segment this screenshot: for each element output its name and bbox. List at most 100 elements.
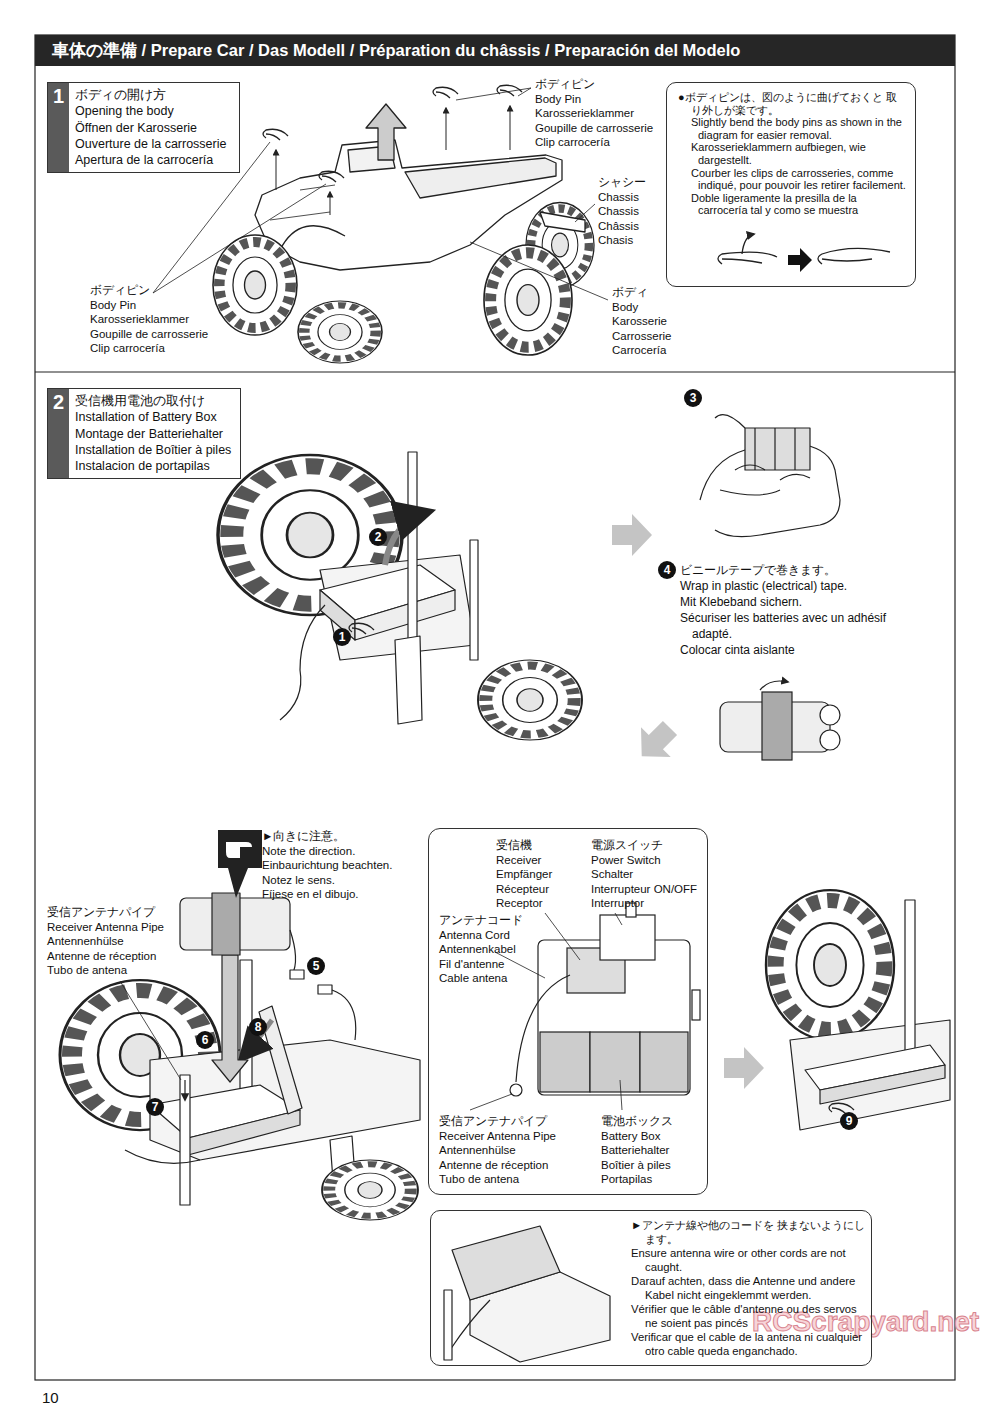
part-label: 受信機	[496, 838, 532, 853]
callout-circle: 7	[146, 1098, 164, 1116]
step-number-cell: 2	[48, 389, 69, 478]
part-label: Tubo de antena	[439, 1172, 519, 1187]
flow-arrow	[612, 514, 652, 556]
callout-circle: 3	[684, 389, 702, 407]
battery-box-illustration	[395, 636, 422, 724]
step-heading-line: ボディの開け方	[75, 87, 166, 103]
bent-pin-diagram	[788, 248, 812, 272]
truck-illustration	[510, 106, 511, 150]
node-step: 1ボディの開け方Opening the bodyÖffnen der Karos…	[47, 82, 240, 173]
truck-illustration	[270, 185, 335, 220]
page-title: 車体の準備 / Prepare Car / Das Modell / Prépa…	[35, 35, 955, 66]
flow-arrow	[627, 713, 685, 771]
part-label: ボディピン	[535, 77, 675, 92]
hands-illustration	[715, 415, 745, 428]
battery-box-illustration	[470, 540, 478, 660]
part-label: Chasis	[598, 233, 708, 248]
bent-pin-diagram	[718, 252, 777, 264]
label-group: 受信アンテナパイプReceiver Antenna PipeAntennenhü…	[47, 905, 197, 978]
part-label: Colocar cinta aislante	[680, 642, 905, 658]
callout-number: 4	[658, 561, 676, 579]
lid-illustration	[444, 1226, 610, 1362]
leader-line	[615, 913, 622, 925]
page-number: 10	[42, 1389, 59, 1406]
part-label: Portapilas	[601, 1172, 652, 1187]
truck-illustration	[540, 212, 585, 232]
part-label: ボディ	[612, 285, 722, 300]
part-label: Fil d'antenne	[439, 957, 505, 972]
node-step: 2受信機用電池の取付けInstallation of Battery BoxMo…	[47, 388, 241, 479]
part-label: Interruptor	[591, 896, 644, 911]
step-number: 1	[48, 83, 69, 108]
battery-box-illustration	[385, 512, 428, 565]
truck-illustration	[330, 192, 331, 215]
part-label: Antenne de réception	[439, 1158, 548, 1173]
callout-number: 8	[249, 1018, 267, 1036]
callout-number: 1	[333, 628, 351, 646]
leader-line	[470, 913, 622, 1110]
taped-battery-illustration	[760, 681, 788, 690]
step-number: 2	[48, 389, 69, 414]
callout-number: 5	[307, 957, 325, 975]
truck-illustration	[366, 104, 406, 160]
callout-circle: 5	[307, 957, 325, 975]
attention-icon	[226, 842, 252, 858]
callout-circle: 6	[196, 1031, 214, 1049]
receiver-box-detail	[516, 975, 570, 1082]
leader-line	[470, 1094, 512, 1110]
battery-box-illustration	[478, 660, 582, 740]
leader-line	[620, 1080, 622, 1110]
part-label: Karosserie	[612, 314, 722, 329]
taped-battery-illustration	[762, 692, 792, 760]
taped-battery-illustration	[820, 730, 840, 750]
node-inset: 受信機ReceiverEmpfängerRécepteurReceptor電源ス…	[428, 828, 708, 1195]
part-label: シャシー	[598, 175, 708, 190]
part-label: Empfänger	[496, 867, 552, 882]
truck-illustration	[280, 226, 345, 250]
caution-note: Darauf achten, dass die Antenne und ande…	[631, 1274, 867, 1302]
part-label: アンテナコード	[439, 913, 523, 928]
title-bar: 車体の準備 / Prepare Car / Das Modell / Prépa…	[35, 35, 955, 66]
leader-line	[575, 204, 595, 222]
install-illustration	[184, 1080, 185, 1100]
caution-note: ►アンテナ線や他のコードを 挟まないようにします。	[631, 1218, 867, 1246]
part-label: Tubo de antena	[47, 963, 197, 978]
truck-illustration	[276, 106, 510, 215]
step-heading-line: Öffnen der Karosserie	[75, 120, 197, 136]
closed-box-illustration	[766, 890, 894, 1040]
install-illustration	[212, 955, 248, 1082]
truck-illustration	[433, 87, 458, 98]
callout-circle: 1	[333, 628, 351, 646]
install-illustration	[180, 1075, 190, 1205]
part-label: Antenne de réception	[47, 949, 197, 964]
closed-box-illustration	[766, 890, 950, 1130]
part-label: Chassis	[598, 204, 708, 219]
part-label: Wrap in plastic (electrical) tape.	[680, 578, 905, 594]
receiver-box-detail	[510, 903, 700, 1096]
lid-illustration	[452, 1226, 560, 1300]
caution-note: Vérifier que le câble d'antenne ou des s…	[631, 1302, 867, 1330]
label-group: ►向きに注意。Note the direction.Einbaurichtung…	[262, 829, 422, 902]
callout-circle: 9	[840, 1112, 858, 1130]
receiver-box-detail	[640, 1032, 688, 1092]
label-group: ボディBodyKarosserieCarrosserieCarrocería	[612, 285, 722, 358]
receiver-box-detail	[538, 940, 690, 1095]
callout-circle: 8	[249, 1018, 267, 1036]
install-illustration	[212, 893, 240, 955]
node-caution: ►アンテナ線や他のコードを 挟まないようにします。Ensure antenna …	[430, 1210, 872, 1366]
part-label: Interrupteur ON/OFF	[591, 882, 697, 897]
step-heading-line: Installation de Boîtier à piles	[75, 442, 231, 458]
step-heading-line: Ouverture de la carrosserie	[75, 136, 226, 152]
part-label: Notez le sens.	[262, 873, 422, 888]
part-label: ►向きに注意。	[262, 829, 422, 844]
label-group: ビニールテープで巻きます。Wrap in plastic (electrical…	[680, 562, 905, 658]
install-illustration	[290, 970, 304, 979]
install-illustration	[318, 985, 332, 994]
closed-box-illustration	[790, 1020, 950, 1130]
step-heading: 受信機用電池の取付けInstallation of Battery BoxMon…	[48, 389, 240, 478]
install-illustration	[290, 930, 296, 975]
part-label: Antennenhülse	[47, 934, 197, 949]
install-illustration	[188, 1110, 300, 1155]
install-illustration	[322, 1160, 418, 1220]
